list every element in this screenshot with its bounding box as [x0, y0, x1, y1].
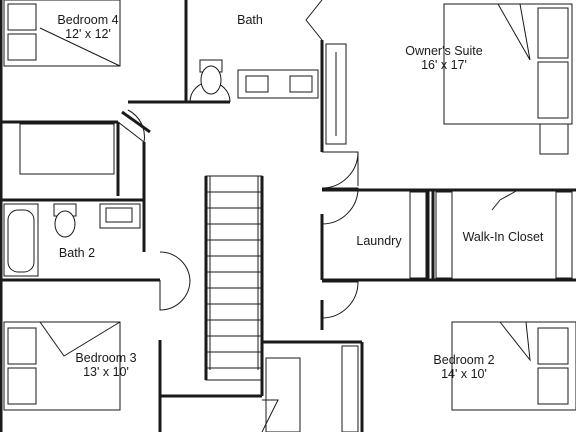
sink-icon — [99, 203, 141, 229]
door-swing-icon — [321, 151, 359, 189]
sink-icon — [237, 69, 319, 99]
closet-shelf — [555, 191, 573, 279]
bath-name: Bath — [237, 13, 263, 27]
stairs-icon — [205, 175, 263, 381]
door-swing-icon — [321, 187, 359, 225]
door-swing-icon — [261, 399, 279, 433]
closet-shelf — [435, 191, 453, 279]
nightstand-icon — [539, 123, 569, 155]
door-swing-icon — [117, 121, 145, 143]
bedroom2-dims: 14' x 10' — [441, 367, 487, 381]
bedroom4-name: Bedroom 4 — [57, 13, 118, 27]
vanity-icon — [325, 43, 347, 145]
walk-in-closet-name: Walk-In Closet — [463, 230, 544, 244]
door-swing-icon — [127, 109, 145, 143]
door-swing-icon — [159, 251, 191, 283]
closet-shelf — [19, 123, 115, 175]
bathtub-icon — [3, 203, 39, 277]
door-swing-icon — [321, 281, 359, 319]
bath2-name: Bath 2 — [59, 246, 95, 260]
owners-suite-name: Owner's Suite — [405, 44, 482, 58]
bedroom3-dims: 13' x 10' — [83, 365, 129, 379]
toilet-icon — [199, 59, 223, 95]
door-swing-icon — [159, 279, 191, 311]
toilet-icon — [53, 203, 77, 238]
closet-shelf — [265, 357, 301, 433]
bed-icon — [451, 321, 576, 411]
laundry-name: Laundry — [356, 234, 402, 248]
bedroom3-name: Bedroom 3 — [75, 351, 136, 365]
door-swing-icon — [305, 0, 323, 41]
bedroom2-name: Bedroom 2 — [433, 353, 494, 367]
bed-icon — [3, 0, 121, 67]
bed-icon — [443, 3, 573, 125]
owners-suite-dims: 16' x 17' — [421, 58, 467, 72]
bedroom4-dims: 12' x 12' — [65, 27, 111, 41]
bed-icon — [3, 321, 121, 411]
closet-shelf — [409, 191, 427, 279]
closet-shelf — [341, 345, 359, 433]
